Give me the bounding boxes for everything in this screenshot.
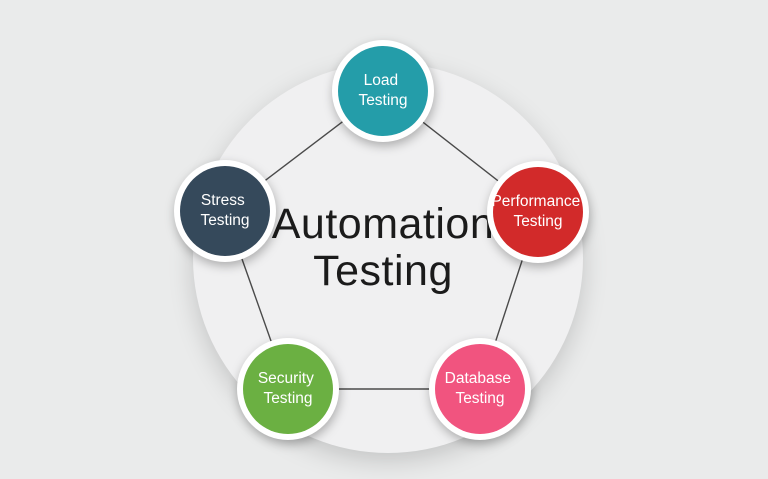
node-label: Database Testing: [445, 370, 516, 407]
diagram-title-line2: Testing: [313, 247, 453, 295]
node-label-line1: Security: [258, 370, 314, 387]
node-label-line1: Performance: [491, 193, 580, 210]
node-label-line2: Testing: [358, 92, 407, 109]
node-label: Stress Testing: [200, 192, 249, 229]
node-database-testing: Database Testing: [429, 338, 531, 440]
node-label: Load Testing: [358, 72, 407, 109]
node-label-line2: Testing: [263, 390, 312, 407]
node-stress-testing: Stress Testing: [174, 160, 276, 262]
diagram-title: Automation Testing: [272, 200, 495, 295]
node-label-line2: Testing: [455, 390, 504, 407]
node-label: Security Testing: [258, 370, 318, 407]
node-label-line2: Testing: [200, 212, 249, 229]
diagram-title-line1: Automation: [272, 200, 495, 248]
node-label-line1: Database: [445, 370, 511, 387]
node-circle: [243, 344, 333, 434]
node-label-line1: Stress: [201, 192, 245, 209]
node-security-testing: Security Testing: [237, 338, 339, 440]
node-circle: [180, 166, 270, 256]
node-load-testing: Load Testing: [332, 40, 434, 142]
node-performance-testing: Performance Testing: [487, 161, 589, 263]
node-label-line2: Testing: [513, 213, 562, 230]
node-circle: [493, 167, 583, 257]
node-circle: [338, 46, 428, 136]
node-circle: [435, 344, 525, 434]
node-label: Performance Testing: [491, 193, 584, 230]
node-label-line1: Load: [364, 72, 398, 89]
